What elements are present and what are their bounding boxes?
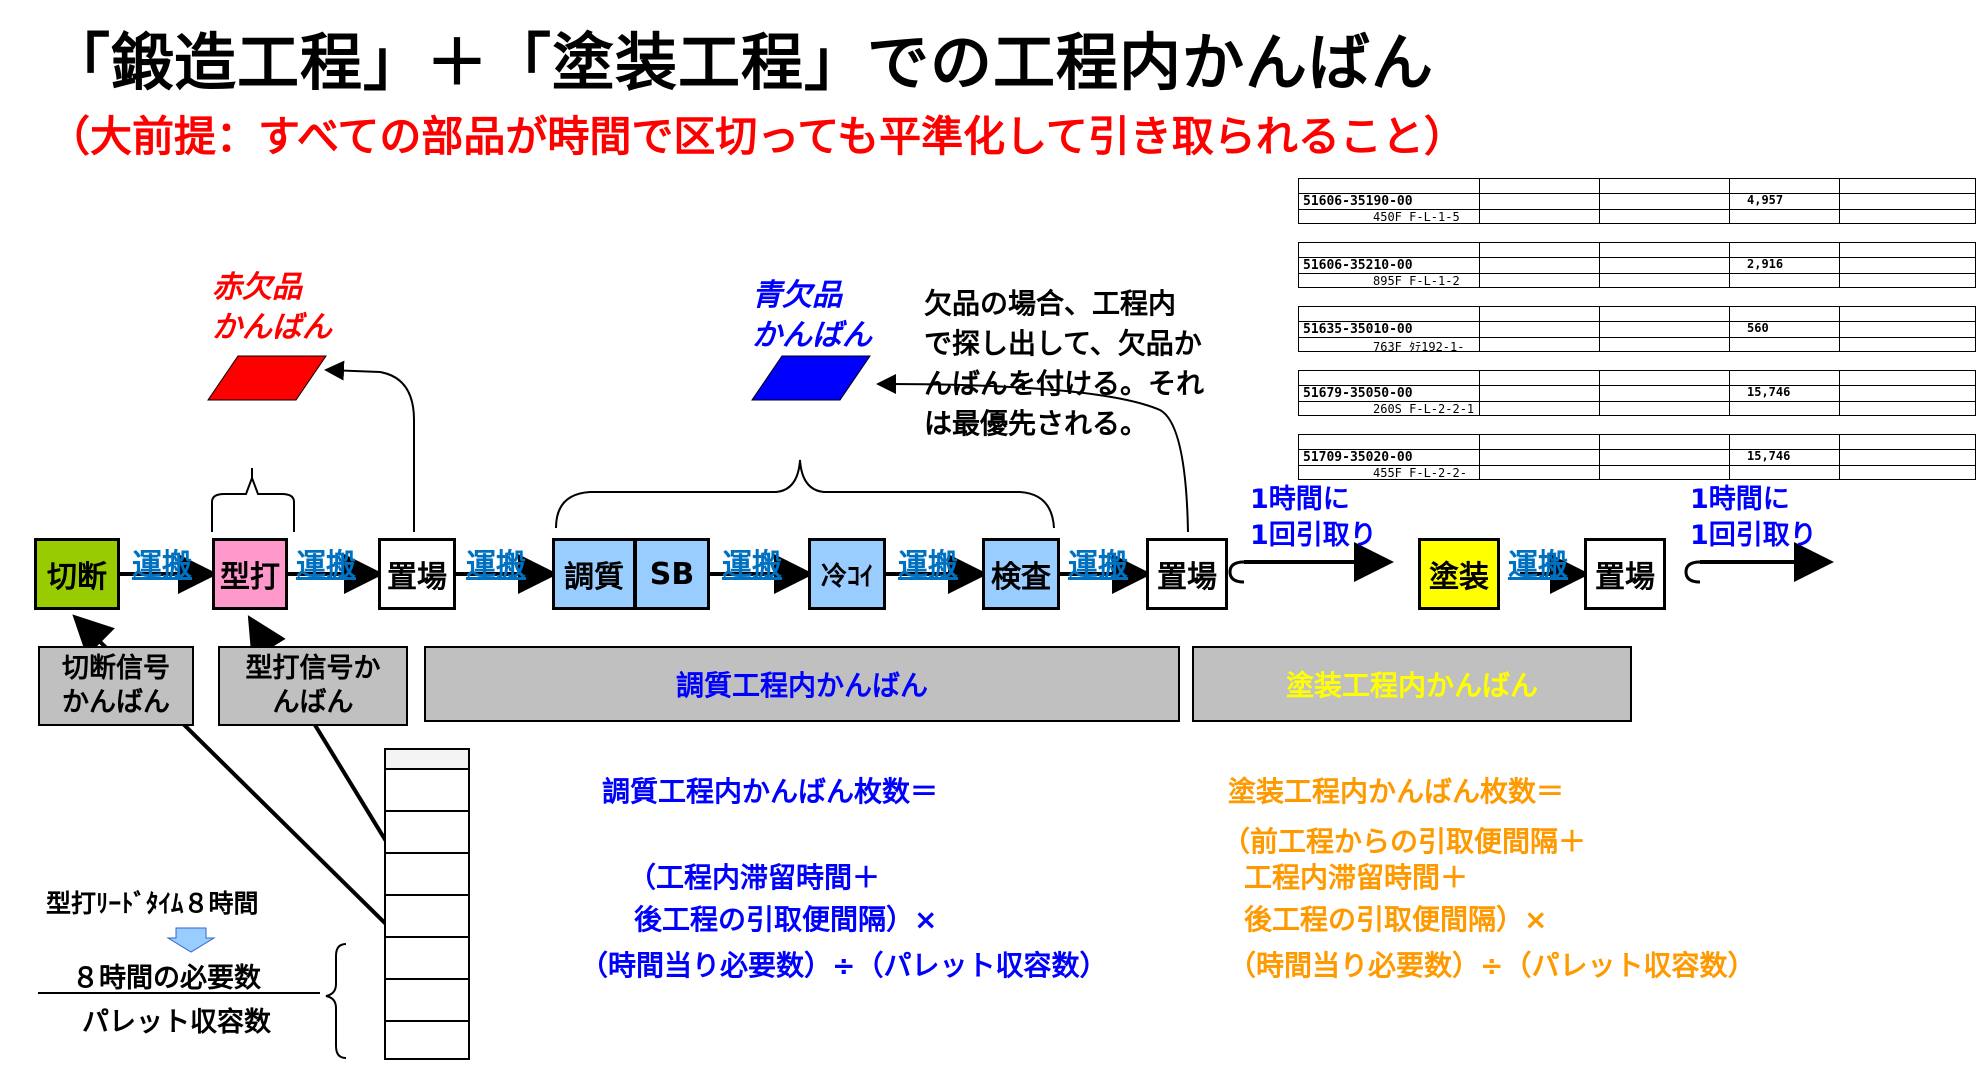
card-location: 260S F-L-2-2-1 <box>1373 402 1475 416</box>
process-sb[interactable]: SB <box>634 538 710 610</box>
tempering-formula-line: （工程内滞留時間＋ <box>628 861 881 894</box>
card-code: 51606-35210-00 <box>1303 258 1413 273</box>
process-storage-2[interactable]: 置場 <box>1146 538 1228 610</box>
transport-label: 運搬 <box>296 548 356 583</box>
card-row: 51709-35020-00 455F F-L-2-2- 15,746 <box>1298 434 1976 480</box>
transport-label: 運搬 <box>466 548 526 583</box>
transport-label: 運搬 <box>1508 548 1568 583</box>
missing-part-note: 欠品の場合、工程内 で探し出して、欠品か んばんを付ける。それ は最優先される。 <box>924 287 1205 440</box>
painting-kanban-band: 塗装工程内かんばん <box>1192 646 1632 722</box>
card-code: 51635-35010-00 <box>1303 322 1413 337</box>
tempering-formula-title: 調質工程内かんばん枚数＝ <box>602 775 939 808</box>
process-cut[interactable]: 切断 <box>34 538 120 610</box>
pallet-stack <box>384 748 470 1060</box>
tempering-kanban-band: 調質工程内かんばん <box>424 646 1180 722</box>
cut-signal-kanban: 切断信号かんばん <box>38 646 194 726</box>
painting-formula-line: （前工程からの引取便間隔＋ <box>1222 825 1587 858</box>
tempering-formula-line: 後工程の引取便間隔）× <box>634 903 938 936</box>
card-location: 455F F-L-2-2- <box>1373 466 1467 480</box>
card-row: 51606-35210-00 895F F-L-1-2 2,916 <box>1298 242 1976 288</box>
painting-formula-line: 後工程の引取便間隔）× <box>1244 903 1548 936</box>
page-title: 「鍛造工程」＋「塗装工程」での工程内かんばん <box>48 26 1435 99</box>
process-painting[interactable]: 塗装 <box>1418 538 1500 610</box>
card-quantity: 2,916 <box>1747 257 1784 271</box>
red-kanban-shape <box>207 355 327 401</box>
transport-label: 運搬 <box>132 548 192 583</box>
card-code: 51606-35190-00 <box>1303 194 1413 209</box>
leadtime-numerator: ８時間の必要数 <box>72 963 261 994</box>
process-inspection[interactable]: 検査 <box>982 538 1060 610</box>
painting-formula-line: （時間当り必要数）÷（パレット収容数） <box>1228 949 1756 982</box>
card-code: 51679-35050-00 <box>1303 386 1413 401</box>
page-subtitle: （大前提：すべての部品が時間で区切っても平準化して引き取られること） <box>48 112 1466 161</box>
card-quantity: 15,746 <box>1747 449 1791 463</box>
painting-formula-title: 塗装工程内かんばん枚数＝ <box>1228 775 1565 808</box>
tempering-formula-line: （時間当り必要数）÷（パレット収容数） <box>580 949 1108 982</box>
blue-kanban-shape <box>751 355 871 401</box>
process-stamp[interactable]: 型打 <box>212 538 288 610</box>
painting-formula-line: 工程内滞留時間＋ <box>1244 861 1469 894</box>
transport-label: 運搬 <box>1068 548 1128 583</box>
card-location: 763F ﾀﾃ192-1- <box>1373 340 1465 354</box>
leadtime-denominator: パレット収容数 <box>82 1007 271 1038</box>
process-cooling[interactable]: 冷ｺｲ <box>808 538 886 610</box>
card-quantity: 560 <box>1747 321 1769 335</box>
red-kanban-label: 赤欠品かんばん <box>212 270 332 345</box>
kanban-card-table: 51606-35190-00 450F F-L-1-5 4,957 51606-… <box>1298 160 1976 500</box>
card-location: 895F F-L-1-2 <box>1373 274 1460 288</box>
transport-label: 運搬 <box>722 548 782 583</box>
process-storage-3[interactable]: 置場 <box>1584 538 1666 610</box>
card-code: 51709-35020-00 <box>1303 450 1413 465</box>
blue-kanban-label: 青欠品かんばん <box>752 278 872 353</box>
process-tempering[interactable]: 調質 <box>552 538 636 610</box>
process-storage-1[interactable]: 置場 <box>378 538 456 610</box>
stamp-signal-kanban: 型打信号かんばん <box>218 646 408 726</box>
leadtime-label: 型打ﾘｰﾄﾞﾀｲﾑ８時間 <box>46 889 259 918</box>
card-row: 51679-35050-00 260S F-L-2-2-1 15,746 <box>1298 370 1976 416</box>
card-quantity: 15,746 <box>1747 385 1791 399</box>
card-row: 51606-35190-00 450F F-L-1-5 4,957 <box>1298 178 1976 224</box>
card-location: 450F F-L-1-5 <box>1373 210 1460 224</box>
transport-label: 運搬 <box>898 548 958 583</box>
card-quantity: 4,957 <box>1747 193 1784 207</box>
